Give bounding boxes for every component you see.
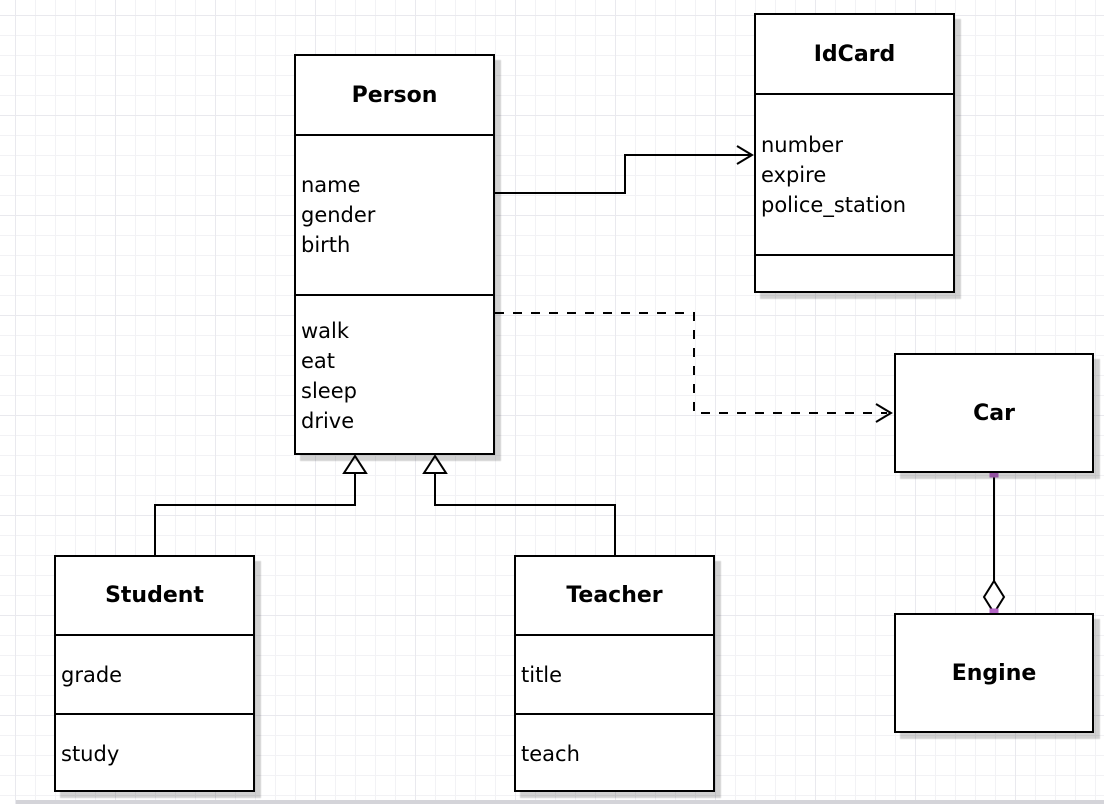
member-label: gender: [301, 203, 376, 227]
class-attributes: grade: [56, 634, 253, 713]
class-methods: study: [56, 713, 253, 792]
class-title: Engine: [951, 660, 1037, 686]
class-idcard[interactable]: IdCard number expire police_station: [754, 13, 955, 293]
edge-teacher-person-generalization[interactable]: [422, 454, 616, 555]
member-label: police_station: [761, 192, 907, 217]
member-label: sleep: [301, 378, 357, 403]
open-arrowhead-icon: [875, 403, 893, 423]
class-title: Student: [105, 583, 204, 608]
member-label: walk: [301, 318, 350, 343]
member-label: name: [301, 173, 361, 197]
member-label: drive: [301, 408, 355, 433]
member-label: birth: [301, 233, 351, 257]
class-attributes: number expire police_station: [756, 93, 953, 254]
page-edge-shadow: [16, 800, 1104, 804]
class-title: Teacher: [566, 583, 663, 608]
class-attributes: title: [516, 634, 713, 713]
member-label: study: [61, 741, 120, 766]
class-person[interactable]: Person name gender birth walk eat sleep drive: [294, 54, 495, 455]
class-engine[interactable]: Engine: [894, 613, 1094, 733]
class-teacher[interactable]: Teacher title teach: [514, 555, 715, 792]
edge-student-person-generalization[interactable]: [154, 454, 368, 555]
class-title: Car: [973, 400, 1015, 426]
class-attributes: name gender birth: [296, 134, 493, 294]
hollow-triangle-icon: [342, 454, 368, 474]
class-methods: [756, 254, 953, 293]
member-label: title: [521, 662, 563, 687]
member-label: number: [761, 132, 843, 157]
member-label: expire: [761, 162, 827, 187]
class-methods: walk eat sleep drive: [296, 294, 493, 455]
member-label: teach: [521, 741, 580, 766]
hollow-triangle-icon: [422, 454, 448, 474]
class-title: IdCard: [813, 41, 896, 67]
class-student[interactable]: Student grade study: [54, 555, 255, 792]
class-title: Person: [351, 82, 438, 108]
edge-car-engine-aggregation[interactable]: [982, 468, 1006, 618]
edge-person-idcard-association[interactable]: [495, 145, 754, 194]
edge-person-car-dependency[interactable]: [495, 312, 893, 423]
class-car[interactable]: Car: [894, 353, 1094, 473]
open-arrowhead-icon: [736, 145, 754, 165]
member-label: eat: [301, 348, 336, 373]
class-methods: teach: [516, 713, 713, 792]
hollow-diamond-icon: [982, 579, 1006, 615]
member-label: grade: [61, 662, 123, 687]
